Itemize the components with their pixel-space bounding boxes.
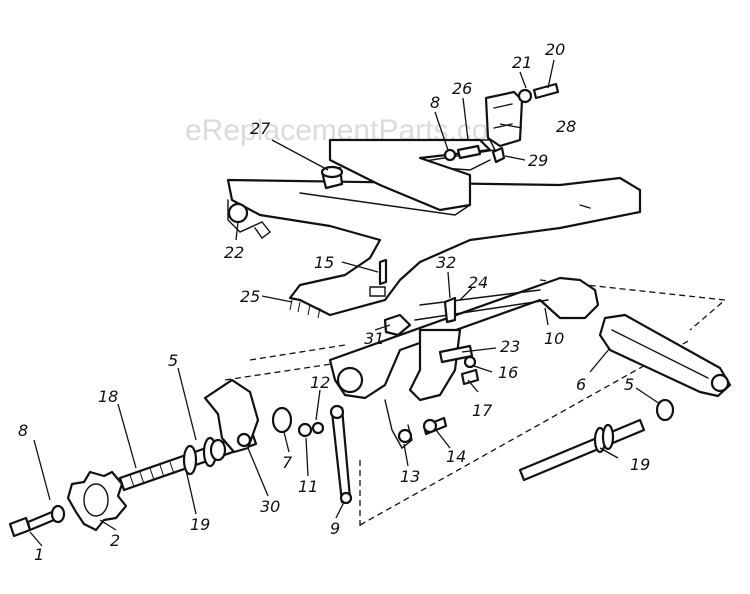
shaft-assembly-left — [118, 378, 325, 492]
label-31: 31 — [364, 329, 384, 348]
label-10: 10 — [544, 329, 564, 348]
label-30: 30 — [260, 497, 280, 516]
label-26: 26 — [452, 79, 472, 98]
pivot-bar — [328, 276, 600, 402]
label-25: 25 — [240, 287, 260, 306]
label-17: 17 — [472, 401, 493, 420]
label-7: 7 — [282, 453, 293, 472]
label-18: 18 — [98, 387, 118, 406]
label-20: 20 — [545, 40, 565, 59]
bolt-14 — [422, 416, 448, 436]
label-14: 14 — [446, 447, 466, 466]
label-32: 32 — [436, 253, 456, 272]
link-9 — [329, 404, 353, 505]
label-8-left: 8 — [18, 421, 28, 440]
label-28: 28 — [556, 117, 576, 136]
label-19-left: 19 — [190, 515, 210, 534]
label-5-left: 5 — [168, 351, 178, 370]
shaft-right — [518, 398, 675, 482]
label-12: 12 — [310, 373, 330, 392]
label-19-right: 19 — [630, 455, 650, 474]
main-frame — [226, 138, 642, 319]
label-21: 21 — [512, 53, 532, 72]
label-6: 6 — [576, 375, 586, 394]
label-13: 13 — [400, 467, 420, 486]
knob-27 — [320, 165, 344, 190]
arm-6 — [598, 313, 732, 398]
label-23: 23 — [500, 337, 520, 356]
bolt-1 — [8, 504, 66, 538]
spring-13 — [384, 399, 413, 450]
label-8-top: 8 — [430, 93, 440, 112]
label-15: 15 — [314, 253, 334, 272]
label-16: 16 — [498, 363, 518, 382]
bracket-28 — [443, 82, 560, 164]
label-29: 29 — [528, 151, 548, 170]
part-labels: 20 21 26 8 28 27 29 22 15 32 24 25 10 31… — [18, 40, 650, 564]
label-24: 24 — [468, 273, 488, 292]
small-hardware — [378, 258, 480, 386]
label-5-right: 5 — [624, 375, 634, 394]
gear-2 — [66, 470, 128, 532]
label-1: 1 — [34, 545, 44, 564]
leader-lines — [29, 59, 661, 547]
label-9: 9 — [330, 519, 340, 538]
label-22: 22 — [224, 243, 244, 262]
label-27: 27 — [250, 119, 271, 138]
label-11: 11 — [298, 477, 318, 496]
label-2: 2 — [110, 531, 120, 550]
assembly-guides — [224, 279, 727, 530]
